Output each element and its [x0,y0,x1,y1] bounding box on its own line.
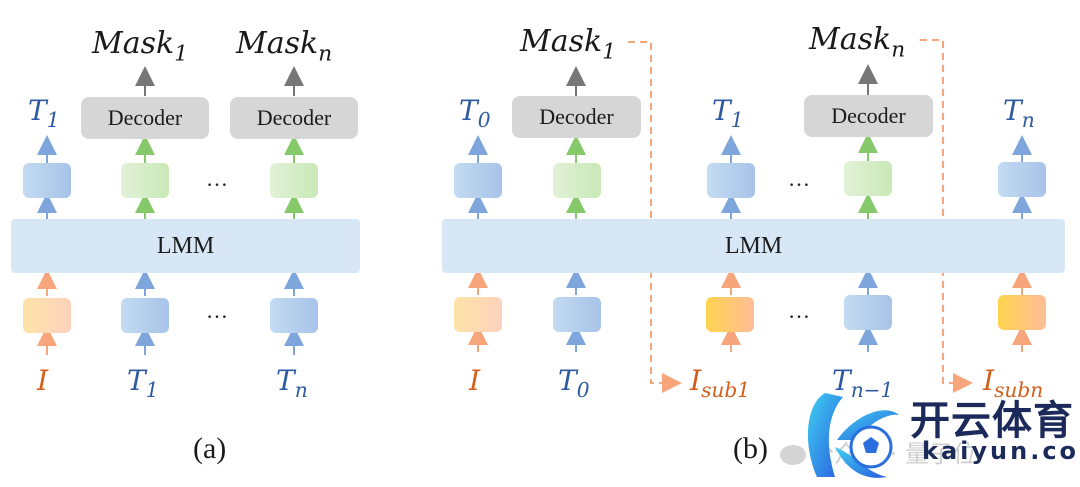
mask-1-label-a: Mask1 [92,26,188,67]
text-embed-tn1-b [844,295,892,330]
sub-image-embed-n-b [998,295,1046,330]
wechat-icon [780,445,806,465]
input-sub-image-n-b: Isubn [983,364,1044,403]
seg-token-1-a [121,163,169,198]
mask-1-label-b: Mask1 [520,24,616,65]
seg-token-n-a [270,163,318,198]
ellipsis-top-a: … [206,166,230,191]
lmm-block-b: LMM [442,219,1065,273]
panel-a-arrows [37,66,304,355]
sub-image-embed-1-b [706,297,754,332]
output-token-tn-b: Tn [1003,94,1035,133]
decoder-1-a: Decoder [81,97,209,139]
input-token-t0-b: T0 [558,364,590,403]
input-token-tn1-b: Tn−1 [832,364,894,403]
input-sub-image-1-b: Isub1 [690,364,751,403]
decoder-n-a: Decoder [230,97,358,139]
text-embed-1-a [121,298,169,333]
hidden-state-tn-b [998,162,1046,197]
feedback-maskn-to-isubn [920,39,973,393]
ellipsis-top-b: … [788,166,812,191]
mask-n-label-a: Maskn [236,26,333,67]
caption-a: (a) [193,432,227,465]
seg-token-1-b [553,163,601,198]
hidden-state-text-a [23,163,71,198]
seg-token-n-b [844,161,892,196]
decoder-1-b: Decoder [512,96,641,138]
input-token-t1-a: T1 [127,364,159,403]
input-image-i-b: I [469,364,481,397]
kaiyun-brand-cn: 开云体育 [910,398,1074,444]
kaiyun-brand-url: kaiyun.com [922,437,1080,465]
mask-n-label-b: Maskn [809,22,906,63]
text-embed-t0-b [553,297,601,332]
image-embed-a [23,298,71,333]
caption-b: (b) [733,432,768,465]
image-embed-b [454,297,502,332]
input-image-i-a: I [37,364,49,397]
hidden-state-t1-b [707,163,755,198]
lmm-block-a: LMM [11,219,360,273]
ellipsis-bottom-b: … [788,298,812,323]
ellipsis-bottom-a: … [206,298,230,323]
kaiyun-logo-icon [807,393,899,478]
input-token-tn-a: Tn [276,364,308,403]
text-embed-n-a [270,298,318,333]
output-token-t0-b: T0 [459,94,491,133]
decoder-n-b: Decoder [804,95,933,137]
feedback-mask1-to-isub1 [628,41,682,393]
wechat-watermark-text: 公众号 · 量子位 [780,434,977,469]
output-token-t1-a: T1 [28,94,60,133]
output-token-t1-b: T1 [712,94,744,133]
hidden-state-t0-b [454,163,502,198]
panel-b-arrows [468,39,1032,393]
